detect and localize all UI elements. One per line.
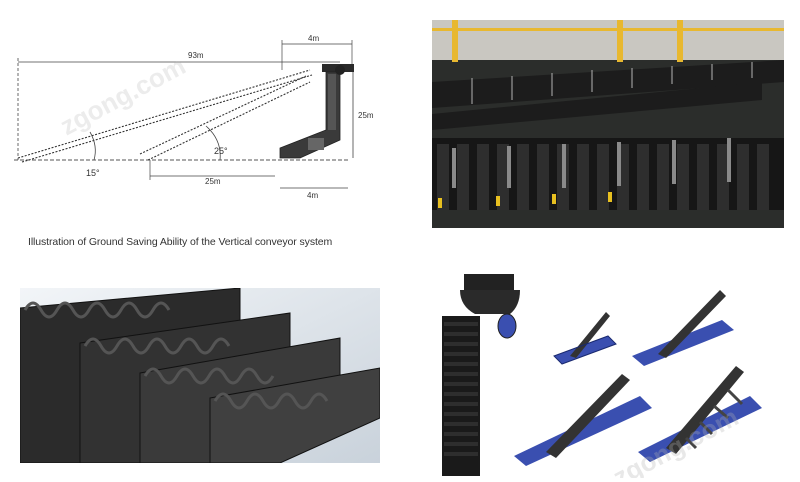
- cleat-t-small: [553, 312, 617, 365]
- diagram-svg: 93m 4m 25m 4m 25m 15° 25°: [14, 34, 374, 200]
- yellow-frame: [432, 20, 784, 62]
- incline-25-path: [139, 75, 307, 155]
- dim-height-label: 25m: [358, 111, 374, 120]
- vertical-conveyor-icon: [279, 64, 354, 159]
- dim-top-width-label: 4m: [308, 34, 319, 43]
- ground-saving-diagram: 93m 4m 25m 4m 25m 15° 25°: [10, 30, 390, 205]
- corrugated-sidewalls-photo: [20, 288, 380, 463]
- cleat-t-supported: [638, 366, 762, 462]
- sidewall-belts-photo: [432, 20, 784, 228]
- belt-back: [432, 60, 784, 130]
- watermark-text: zgong.com: [55, 50, 190, 141]
- dim-length-label: 93m: [188, 51, 204, 60]
- incline-15-path: [17, 69, 311, 159]
- cleat-profiles-render: zgong.com: [430, 266, 786, 478]
- angle-15-label: 15°: [86, 168, 100, 178]
- dim-base-label: 25m: [205, 177, 221, 186]
- diagram-caption: Illustration of Ground Saving Ability of…: [28, 236, 333, 248]
- sidewall-rows: [20, 288, 380, 463]
- dim-bottom-width-label: 4m: [307, 191, 318, 200]
- vertical-belt-render: [442, 274, 520, 476]
- angle-25-label: 25°: [214, 146, 228, 156]
- cleat-t-medium: [632, 290, 734, 366]
- cleat-t-large: [514, 374, 652, 466]
